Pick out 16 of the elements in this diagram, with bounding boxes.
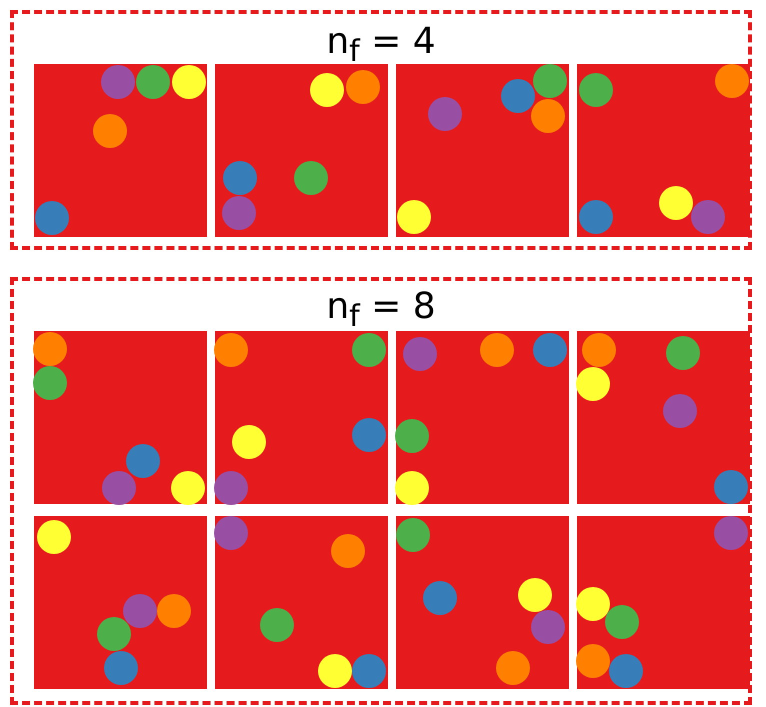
square-panel bbox=[577, 516, 750, 689]
square-panel bbox=[34, 64, 207, 237]
square-panel bbox=[577, 64, 750, 237]
square-panel bbox=[215, 516, 388, 689]
dashed-group bbox=[10, 277, 752, 705]
square-panel bbox=[215, 64, 388, 237]
dashed-group bbox=[10, 10, 752, 250]
square-panel bbox=[215, 331, 388, 504]
square-panel bbox=[577, 331, 750, 504]
square-panel bbox=[34, 331, 207, 504]
square-panel bbox=[396, 516, 569, 689]
panel-title: n$_{f}$ = 8 bbox=[326, 287, 436, 336]
square-panel bbox=[34, 516, 207, 689]
square-panel bbox=[396, 64, 569, 237]
panel-title: n$_{f}$ = 4 bbox=[326, 22, 436, 72]
square-panel bbox=[396, 331, 569, 504]
